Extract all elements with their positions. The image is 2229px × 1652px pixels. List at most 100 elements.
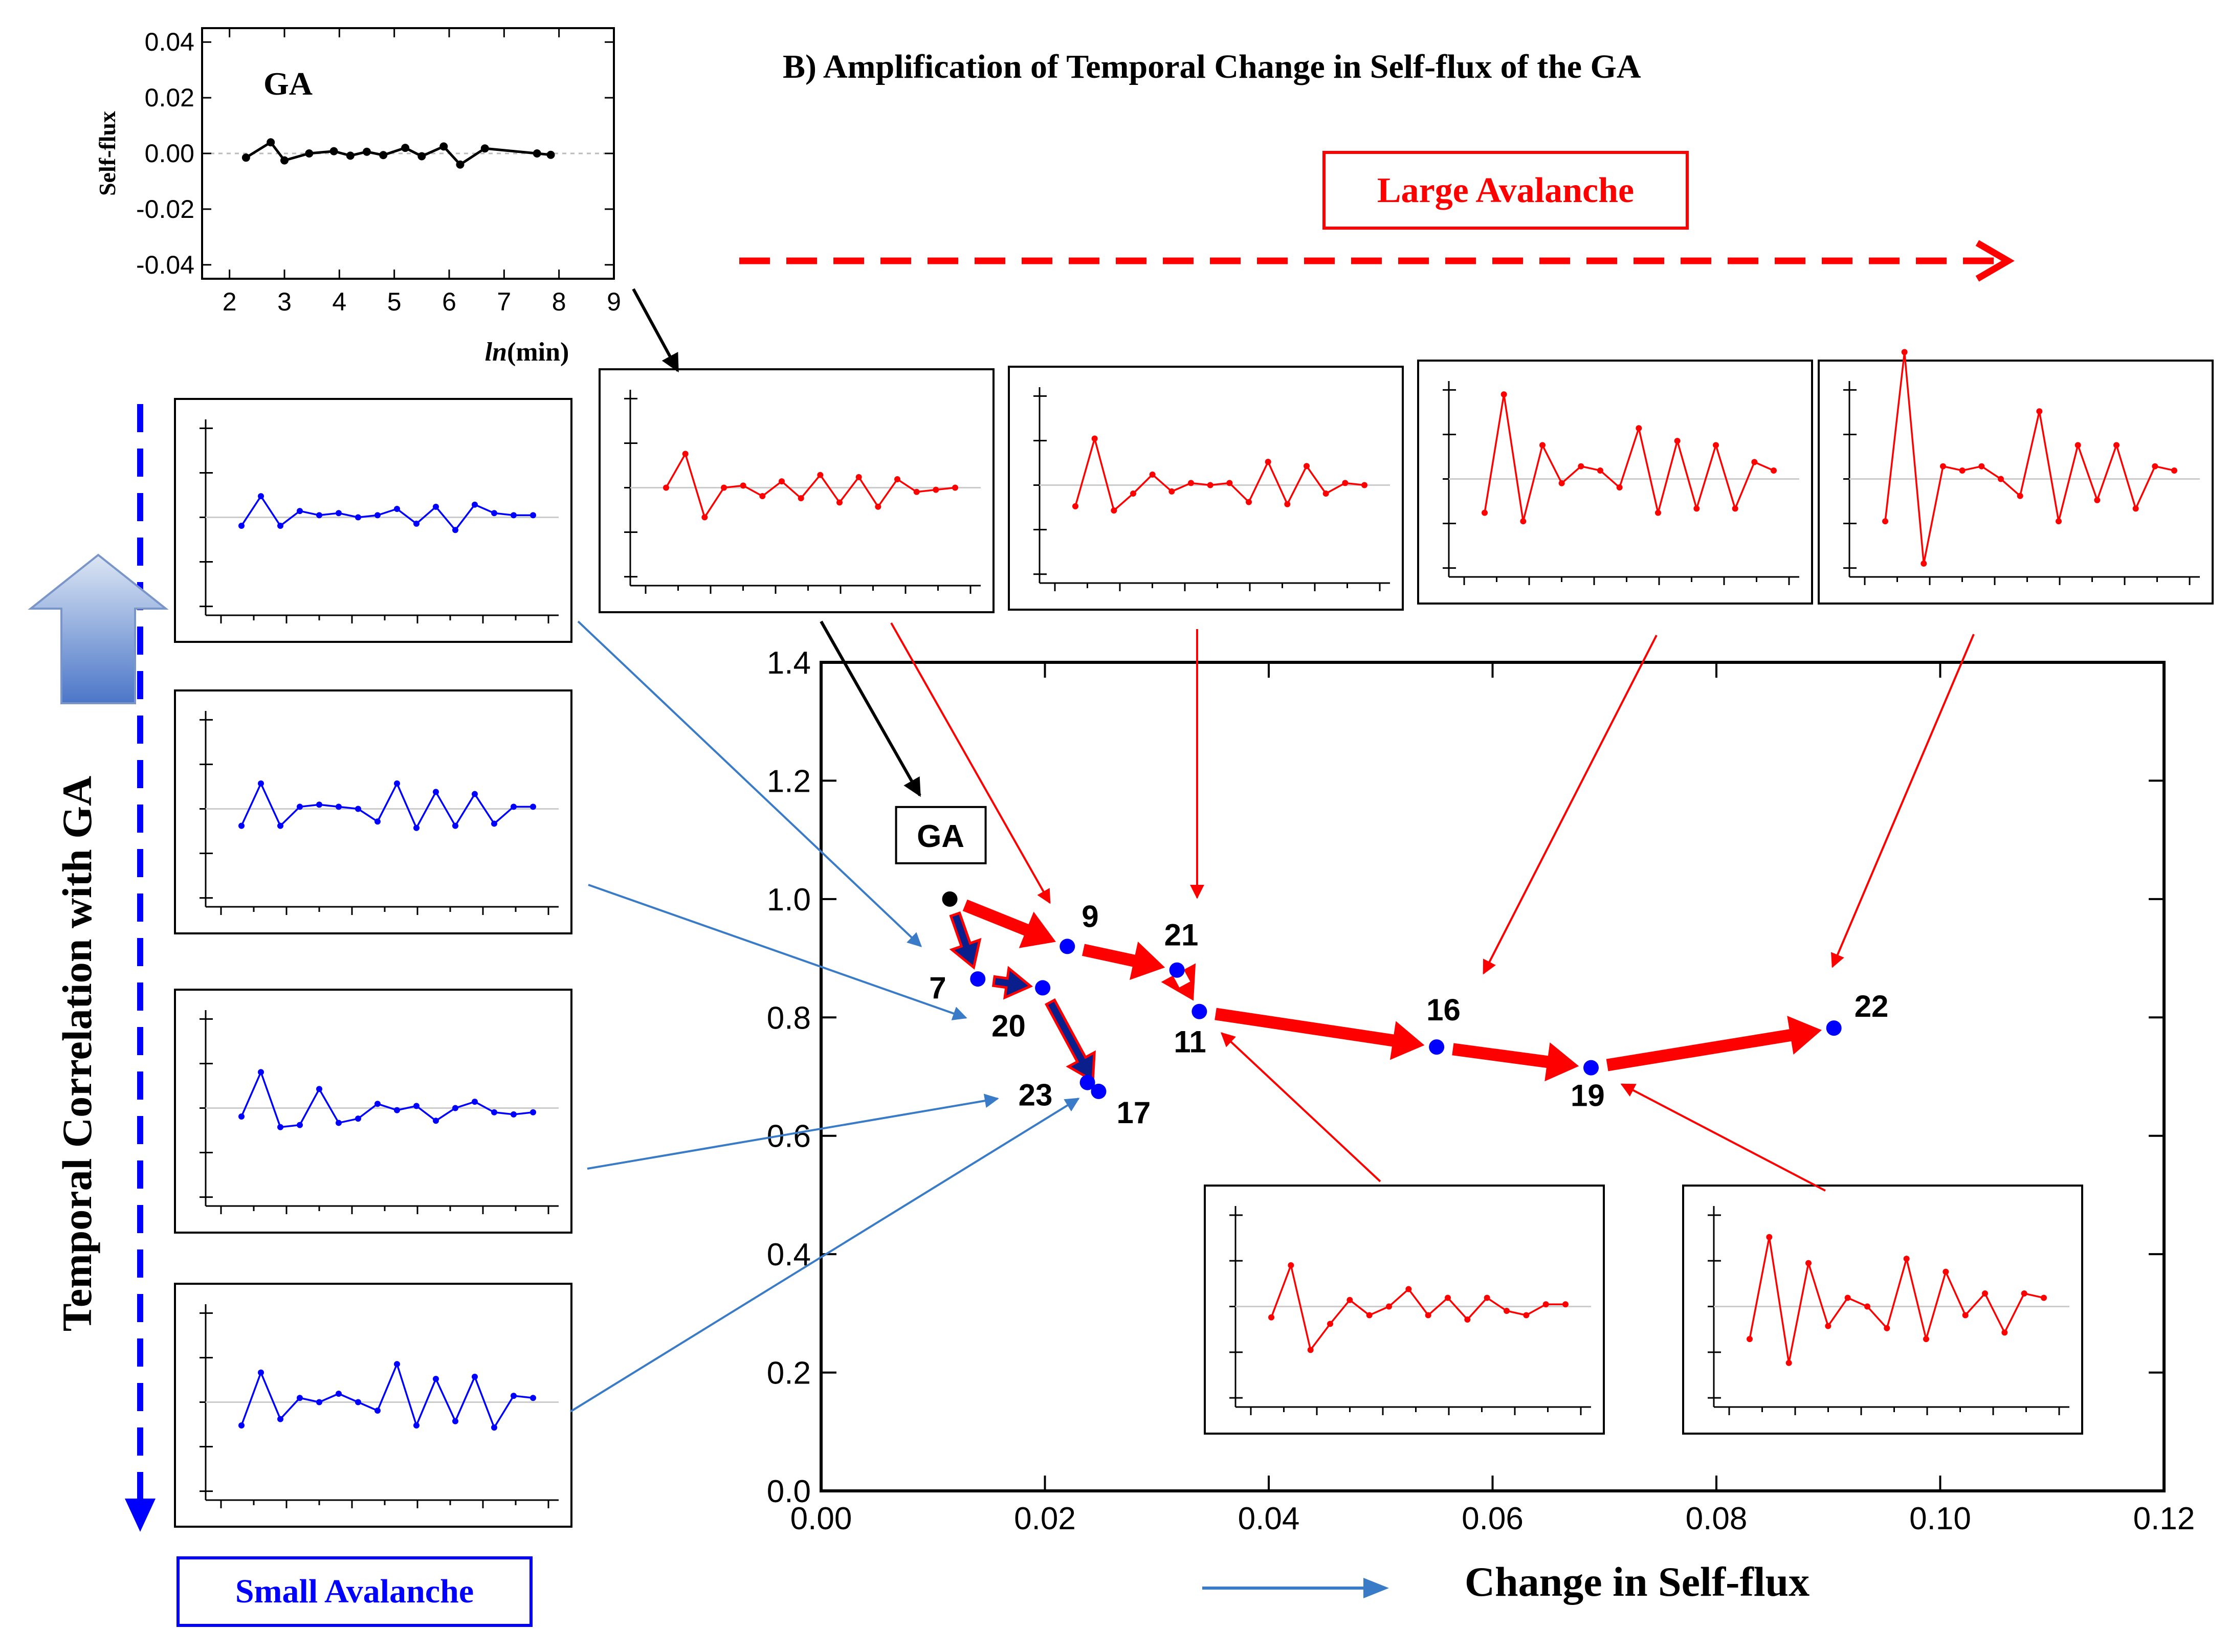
mini-series-point	[258, 780, 264, 787]
inset-ylabel: Self-flux	[94, 111, 120, 196]
mini-series-point	[374, 1408, 381, 1414]
mini-panel-frame	[1204, 1185, 1605, 1435]
mini-series-point	[1655, 509, 1661, 516]
mini-series-point	[1246, 499, 1252, 505]
mini-series-point	[1366, 1312, 1373, 1319]
mini-series-point	[1523, 1312, 1530, 1319]
mini-panel-frame	[174, 398, 572, 643]
mini-series-point	[1322, 490, 1329, 497]
mini-series-point	[1771, 467, 1777, 474]
mini-series-point	[1597, 467, 1603, 474]
point-label: 9	[1082, 899, 1098, 933]
y-tick-label: 0.0	[767, 1474, 811, 1509]
mini-series-point	[452, 822, 458, 829]
mini-series-point	[1751, 459, 1758, 465]
mini-series-point	[1978, 463, 1985, 470]
mini-series-point	[1464, 1316, 1471, 1323]
mini-panel-20	[174, 689, 572, 934]
mini-series-point	[1520, 518, 1527, 525]
mini-series-point	[1940, 463, 1946, 470]
mini-series-point	[1558, 480, 1565, 486]
point-21	[1169, 962, 1185, 978]
mini-series-point	[511, 1111, 517, 1118]
mini-series-point	[1482, 509, 1488, 516]
red-path-arrow	[1606, 1016, 1822, 1071]
inset-y-tick-label: -0.02	[136, 195, 194, 224]
mini-panel-frame	[174, 689, 572, 934]
mini-series-point	[491, 820, 497, 827]
red-path-arrow	[1215, 1008, 1425, 1060]
mini-panel-22	[1818, 349, 2214, 605]
mini-series-point	[1226, 480, 1233, 486]
mini-series-point	[1923, 1336, 1929, 1343]
connector-22	[1830, 634, 1975, 968]
x-tick-label: 0.06	[1462, 1501, 1524, 1536]
inset-x-tick-label: 3	[277, 287, 292, 316]
mini-series-point	[316, 1086, 322, 1092]
x-tick-label: 0.04	[1238, 1501, 1300, 1536]
inset-ga-point	[480, 144, 489, 153]
point-22	[1826, 1020, 1842, 1036]
mini-series-line	[1749, 1237, 2044, 1364]
mini-series-point	[1884, 1325, 1890, 1331]
mini-series-point	[433, 1118, 439, 1124]
mini-series-point	[277, 822, 283, 829]
mini-series-point	[491, 1109, 497, 1115]
point-17	[1091, 1083, 1107, 1099]
mini-series-point	[913, 488, 920, 495]
y-tick-label: 0.4	[767, 1237, 811, 1273]
point-label: 20	[991, 1009, 1026, 1043]
inset-x-tick-label: 6	[442, 287, 456, 316]
small-avalanche-box	[176, 1556, 533, 1627]
point-label: 22	[1855, 989, 1889, 1023]
mini-panel-19	[1682, 1185, 2083, 1435]
ga-label-box	[895, 806, 987, 864]
inset-x-tick-label: 2	[223, 287, 237, 316]
inset-ga-point	[417, 152, 426, 161]
mini-series-point	[2132, 505, 2139, 512]
mini-series-point	[336, 510, 342, 517]
mini-series-point	[374, 1101, 381, 1107]
inset-x-tick-label: 5	[387, 287, 402, 316]
mini-series-point	[817, 472, 824, 478]
mini-series-point	[433, 1376, 439, 1382]
red-path-arrow	[1452, 1042, 1579, 1082]
y-tick-label: 1.0	[767, 882, 811, 918]
x-tick-label: 0.08	[1686, 1501, 1748, 1536]
mini-series-point	[1732, 505, 1738, 512]
mini-series-point	[530, 1395, 536, 1401]
connector-20	[588, 884, 967, 1020]
mini-series-point	[2041, 1294, 2047, 1301]
inset-ga-point	[379, 151, 388, 160]
inset-ga-point	[401, 144, 410, 152]
connector-16	[1483, 635, 1658, 975]
mini-series-point	[530, 1109, 536, 1115]
mini-series-point	[2074, 442, 2081, 449]
mini-series-point	[511, 512, 517, 519]
mini-series-point	[2036, 408, 2043, 415]
mini-panel-16	[1417, 360, 1813, 605]
mini-series-point	[258, 1069, 264, 1076]
mini-series-point	[1901, 349, 1908, 355]
inset-x-tick-label: 9	[607, 287, 621, 316]
inset-ga-point	[346, 151, 355, 160]
mini-series-point	[530, 803, 536, 810]
mini-series-point	[701, 514, 708, 521]
connector-arrows	[569, 288, 1975, 1413]
x-tick-label: 0.02	[1014, 1501, 1076, 1536]
y-tick-label: 0.2	[767, 1356, 811, 1391]
point-label: 7	[929, 971, 946, 1005]
point-20	[1035, 980, 1051, 996]
mini-series-point	[433, 503, 439, 510]
mini-series-point	[1072, 503, 1078, 509]
inset-ga-point	[305, 149, 314, 158]
y-tick-label: 1.4	[767, 645, 811, 681]
mini-series-point	[1504, 1307, 1510, 1314]
mini-series-point	[355, 514, 361, 521]
mini-series-point	[394, 780, 400, 787]
large-avalanche-box	[1322, 151, 1689, 230]
mini-series-point	[355, 806, 361, 812]
mini-series-point	[472, 791, 478, 797]
mini-series-line	[240, 1361, 534, 1430]
blue-path-arrow	[949, 911, 982, 970]
